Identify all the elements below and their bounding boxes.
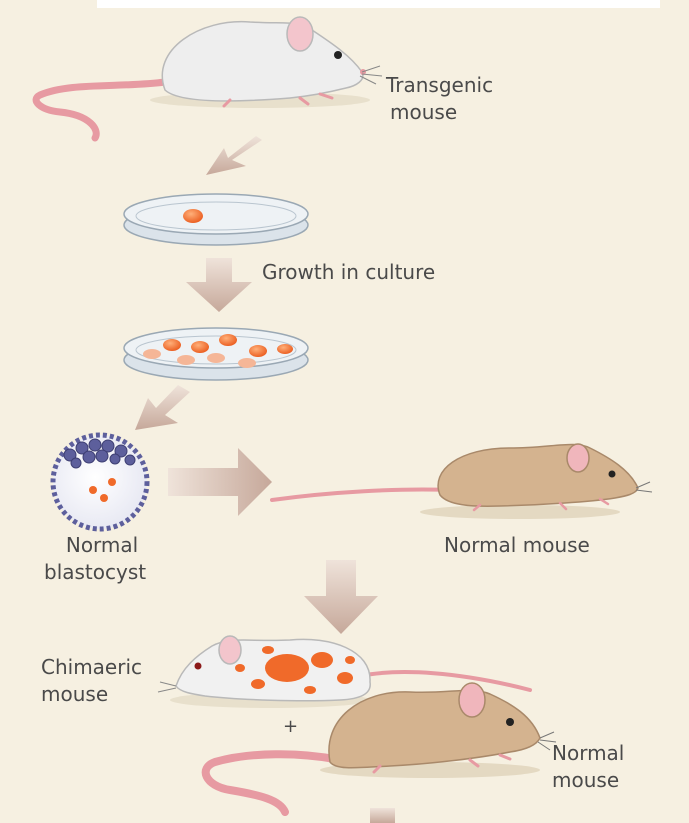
transgenic-mouse-icon	[32, 16, 383, 142]
petri-dish-icon	[123, 193, 309, 246]
arrow-icon	[168, 448, 272, 516]
transgenic-mouse-label: Transgenic mouse	[386, 72, 493, 126]
top-band	[97, 0, 660, 8]
chimaeric-mouse-icon	[157, 635, 532, 708]
growth-in-culture-label: Growth in culture	[262, 260, 436, 284]
blastocyst-label-line2: blastocyst	[44, 560, 147, 584]
normal-bottom-label-line2: mouse	[552, 768, 620, 792]
chimaeric-mouse-label: Chimaeric mouse	[41, 654, 142, 708]
chimaeric-label-line1: Chimaeric	[41, 655, 143, 679]
transgenic-label-line1: Transgenic	[386, 73, 494, 97]
normal-mouse-bottom-label: Normal mouse	[552, 740, 624, 794]
plus-sign: +	[283, 716, 299, 737]
petri-dish-icon	[123, 327, 309, 381]
arrow-icon	[186, 258, 252, 312]
arrow-icon	[206, 136, 262, 175]
normal-mouse-right-icon	[270, 443, 653, 519]
blastocyst-icon	[50, 432, 150, 532]
normal-blastocyst-label: Normal blastocyst	[44, 532, 146, 586]
arrow-icon	[370, 808, 395, 823]
normal-mouse-right-label: Normal mouse	[444, 533, 590, 557]
chimaeric-label-line2: mouse	[41, 682, 109, 706]
arrow-icon	[135, 385, 190, 430]
normal-mouse-bottom-icon	[201, 682, 557, 816]
normal-bottom-label-line1: Normal	[552, 741, 625, 765]
transgenic-label-line2: mouse	[390, 100, 458, 124]
blastocyst-label-line1: Normal	[65, 533, 139, 557]
arrow-icon	[304, 560, 378, 634]
